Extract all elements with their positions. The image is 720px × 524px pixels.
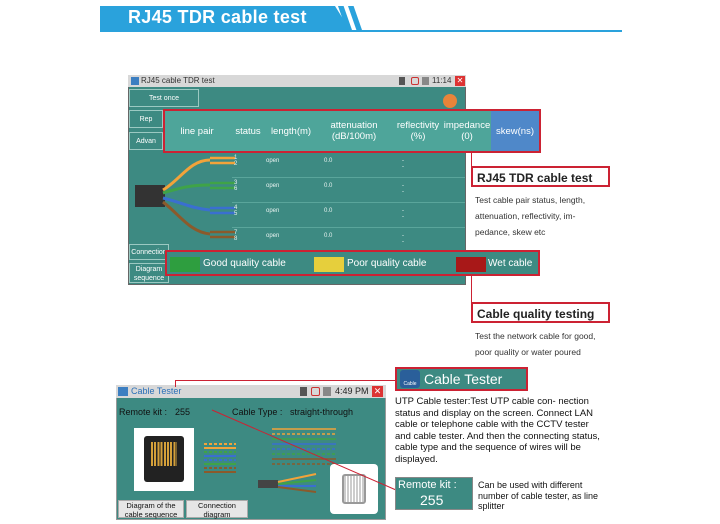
remote-kit-label: Remote kit :: [119, 407, 168, 417]
remote-kit-value: 255: [175, 407, 191, 417]
remote-kit-box-value: 255: [420, 492, 444, 508]
desc-line: Test cable pair status, length,: [475, 195, 586, 205]
connection-button[interactable]: Connection: [129, 244, 169, 260]
app-icon: [118, 387, 128, 396]
status-value: open: [266, 183, 280, 189]
cable-type-label: Cable Type :: [232, 407, 283, 417]
pair-top: 1: [234, 155, 238, 161]
col-impedance: impedance (0): [443, 120, 491, 142]
tdr-callout-desc: Test cable pair status, length, attenuat…: [475, 192, 585, 240]
status-value: open: [266, 233, 280, 239]
settings-icon[interactable]: [443, 94, 457, 108]
skew-value: --: [402, 158, 404, 170]
row-divider: [232, 202, 465, 203]
col-line-pair: line pair: [180, 125, 214, 137]
cable-tester-callout-title: Cable Tester: [424, 371, 503, 387]
advanced-button[interactable]: Advan: [129, 132, 163, 150]
close-icon[interactable]: ✕: [372, 386, 383, 397]
pair-bottom: 6: [234, 186, 238, 192]
quality-callout-title: Cable quality testing: [471, 302, 610, 323]
close-icon[interactable]: ✕: [455, 76, 465, 86]
tdr-callout-title: RJ45 TDR cable test: [471, 166, 610, 187]
connector-line: [471, 153, 472, 167]
remote-kit-box-label: Remote kit :: [398, 479, 457, 491]
connector-line: [175, 380, 176, 387]
pair-bottom: 2: [234, 161, 238, 167]
connector-line: [175, 380, 397, 381]
pair-top: 4: [234, 205, 238, 211]
patch-cable-image: [258, 473, 317, 493]
pair-top: 7: [234, 230, 238, 236]
network-icon: [411, 77, 419, 85]
legend-swatch-wet: [456, 257, 486, 272]
diagram-sequence-button[interactable]: Diagram sequence: [129, 263, 169, 283]
remote-connector-line: [211, 409, 397, 491]
battery-icon: [300, 387, 307, 396]
app-icon: [131, 77, 139, 85]
legend-poor-label: Poor quality cable: [347, 258, 427, 269]
tdr-table-header: line pair status length(m) attenuation (…: [163, 109, 541, 153]
legend-swatch-poor: [314, 257, 344, 272]
pair-top: 3: [234, 180, 238, 186]
test-once-button[interactable]: Test once: [129, 89, 199, 107]
tdr-window-title: RJ45 cable TDR test: [141, 76, 215, 85]
tdr-clock: 11:14: [432, 76, 452, 85]
remote-kit-box: [395, 477, 473, 510]
banner-underline: [100, 30, 622, 32]
attenuation-value: 0.0: [324, 183, 333, 189]
pair-bottom: 8: [234, 236, 238, 242]
wire-sequence-diagram: [204, 443, 236, 473]
cable-tester-icon: Cable: [400, 370, 420, 388]
remote-kit-desc: Can be used with different number of cab…: [478, 480, 599, 511]
desc-line: poor quality or water poured: [475, 347, 581, 357]
skew-value: --: [402, 208, 404, 220]
quality-callout-desc: Test the network cable for good, poor qu…: [475, 328, 596, 360]
status-value: open: [266, 158, 280, 164]
skew-value: --: [402, 183, 404, 195]
col-skew: skew(ns): [491, 111, 539, 151]
skew-value: --: [402, 233, 404, 245]
ct-window-title: Cable Tester: [131, 386, 182, 396]
tdr-titlebar: [128, 75, 466, 87]
status-value: open: [266, 208, 280, 214]
col-reflectivity: reflectivity (%): [396, 120, 440, 142]
desc-line: Test the network cable for good,: [475, 331, 596, 341]
attenuation-value: 0.0: [324, 208, 333, 214]
ct-clock: 4:49 PM: [335, 386, 369, 396]
attenuation-value: 0.0: [324, 233, 333, 239]
rj45-cable-image: [135, 156, 235, 239]
sequence-label: sequence: [133, 275, 165, 282]
desc-line: attenuation, reflectivity, im-: [475, 211, 576, 221]
storage-icon: [422, 77, 429, 85]
legend-good-label: Good quality cable: [203, 258, 286, 269]
diagram-label: Diagram: [135, 266, 163, 273]
connector-line: [471, 276, 472, 303]
desc-line: pedance, skew etc: [475, 227, 546, 237]
row-divider: [232, 177, 465, 178]
banner-bar: [100, 6, 350, 30]
row-divider: [232, 227, 465, 228]
storage-icon: [323, 387, 331, 396]
legend-wet-label: Wet cable: [488, 258, 533, 269]
col-length: length(m): [270, 125, 312, 137]
legend-swatch-good: [170, 257, 200, 272]
attenuation-value: 0.0: [324, 158, 333, 164]
diagram-sequence-button[interactable]: Diagram of the cable sequence: [118, 500, 184, 519]
network-icon: [311, 387, 320, 396]
rj45-jack-image: [134, 428, 194, 491]
battery-icon: [399, 77, 405, 85]
cable-tester-desc: UTP Cable tester:Test UTP cable con- nec…: [395, 396, 600, 465]
repeat-button[interactable]: Rep: [129, 110, 163, 128]
ct-titlebar: [116, 385, 386, 398]
col-status: status: [235, 125, 261, 137]
cable-type-value: straight-through: [290, 407, 354, 417]
pair-bottom: 5: [234, 211, 238, 217]
banner-title: RJ45 TDR cable test: [128, 7, 307, 27]
col-attenuation: attenuation (dB/100m): [330, 120, 378, 142]
connection-diagram-button[interactable]: Connection diagram: [186, 500, 248, 519]
rj45-plug-image: [330, 464, 378, 514]
